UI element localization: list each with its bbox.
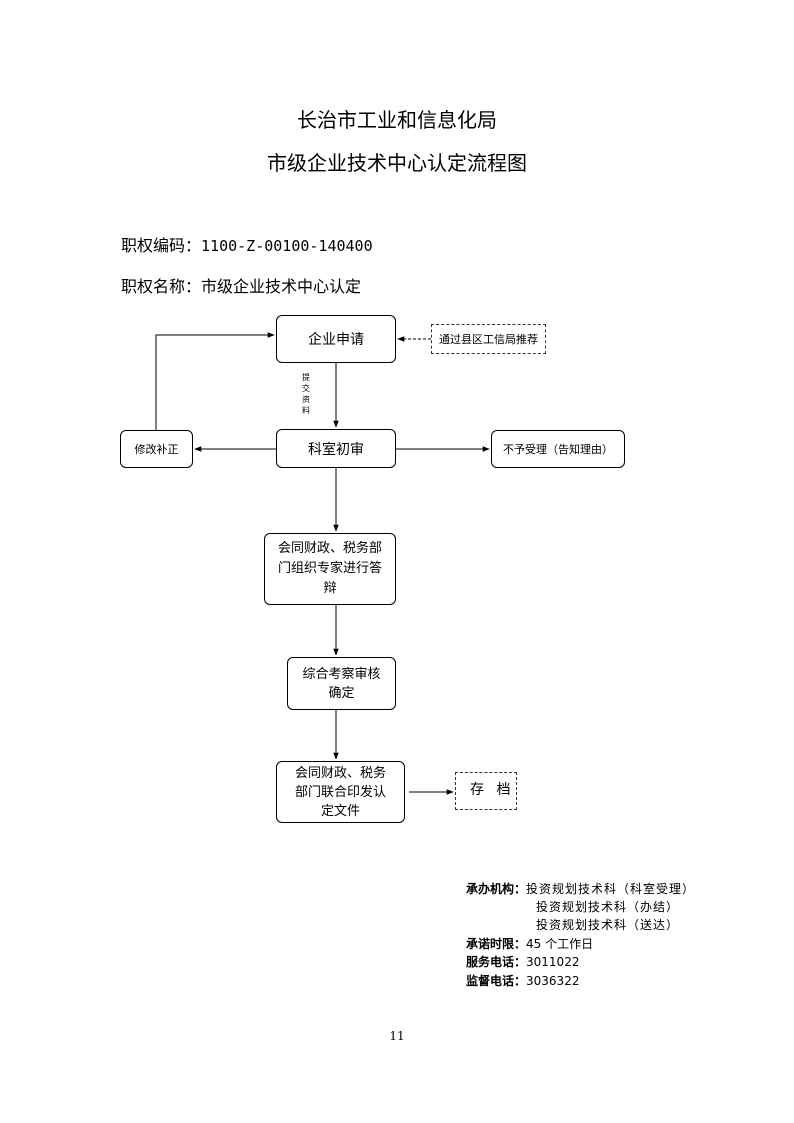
authority-name: 职权名称：市级企业技术中心认定 — [121, 273, 361, 297]
footer-org-line: 投资规划技术科（办结） — [536, 900, 680, 914]
footer-org-line: 投资规划技术科（科室受理） — [526, 882, 696, 896]
footer-time-limit: 承诺时限：45 个工作日 — [466, 935, 593, 953]
node-joint-issue: 会同财政、税务部门联合印发认定文件 — [276, 761, 405, 823]
node-revise-supplement: 修改补正 — [120, 430, 193, 468]
node-expert-defense: 会同财政、税务部门组织专家进行答辩 — [264, 533, 396, 605]
arrow-fix-to-apply — [155, 332, 275, 430]
footer-service-phone: 服务电话：3011022 — [466, 953, 579, 971]
footer-service-phone-value: 3011022 — [526, 955, 580, 969]
footer-supervise-phone-label: 监督电话： — [466, 974, 527, 988]
node-archive: 存 档 — [455, 772, 517, 810]
footer-org-line: 投资规划技术科（送达） — [536, 918, 680, 932]
authority-code-value: 1100-Z-00100-140400 — [201, 237, 373, 255]
footer-org: 承办机构：投资规划技术科（科室受理） — [466, 880, 695, 898]
authority-name-label: 职权名称： — [121, 277, 202, 296]
node-county-recommend: 通过县区工信局推荐 — [431, 324, 546, 354]
org-title: 长治市工业和信息化局 — [297, 108, 497, 132]
page-number: 11 — [389, 1029, 405, 1043]
submit-materials-label: 提 交 资 料 — [302, 373, 310, 415]
footer-org-label: 承办机构： — [466, 882, 527, 896]
footer-service-phone-label: 服务电话： — [466, 955, 527, 969]
authority-code-label: 职权编码： — [121, 236, 202, 255]
node-comprehensive-inspection: 综合考察审核确定 — [287, 657, 396, 710]
footer-time-limit-value: 45 个工作日 — [526, 937, 594, 951]
footer-time-limit-label: 承诺时限： — [466, 937, 527, 951]
node-reject-with-reason: 不予受理（告知理由） — [491, 430, 625, 468]
footer-supervise-phone-value: 3036322 — [526, 974, 580, 988]
node-initial-review: 科室初审 — [276, 429, 396, 468]
authority-name-value: 市级企业技术中心认定 — [201, 277, 362, 296]
node-enterprise-apply: 企业申请 — [276, 315, 396, 363]
authority-code: 职权编码：1100-Z-00100-140400 — [121, 232, 373, 256]
footer-supervise-phone: 监督电话：3036322 — [466, 972, 579, 990]
page-title: 市级企业技术中心认定流程图 — [267, 151, 527, 175]
